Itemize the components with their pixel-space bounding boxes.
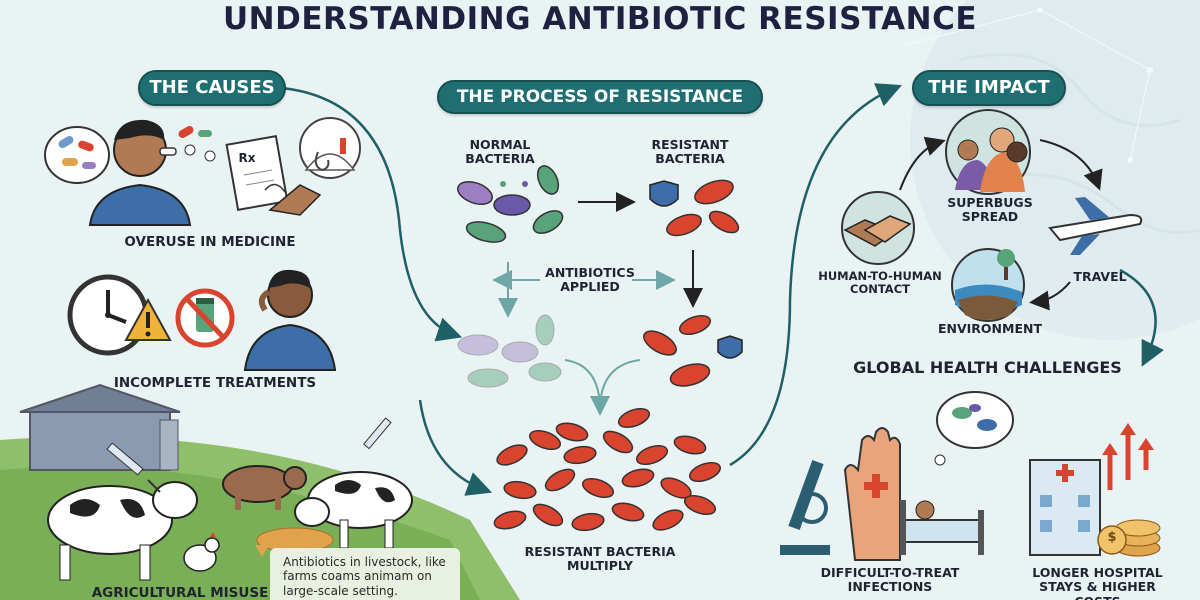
superbugs-people-badge <box>945 109 1031 195</box>
prescription-paper <box>225 135 322 216</box>
infections-label: DIFFICULT-TO-TREAT INFECTIONS <box>820 565 960 595</box>
resistant-bacteria-cluster-mid <box>643 314 743 387</box>
resistant-bacterium <box>493 510 527 530</box>
global-health-label: GLOBAL HEALTH CHALLENGES <box>853 358 1122 377</box>
hospital-building-icon <box>1029 459 1101 556</box>
normal-bacteria-cluster <box>456 165 564 243</box>
resistant-bacterium <box>673 435 707 455</box>
handshake-badge <box>841 191 915 265</box>
arrow-process-to-impact <box>729 83 902 467</box>
livestock-note: Antibiotics in livestock, like farms coa… <box>283 555 446 598</box>
arrow-travel-to-environment <box>1029 281 1071 311</box>
faded-bacteria-cluster <box>457 314 562 388</box>
resistant-bacterium <box>581 477 615 499</box>
arrow-merge-down-right <box>599 359 641 411</box>
resistant-bacterium <box>571 512 605 532</box>
no-medication-sign <box>175 288 235 348</box>
resistant-bacterium <box>503 480 537 500</box>
arrow-farm-to-multiply <box>418 399 493 496</box>
cow-left <box>47 481 198 581</box>
resistant-bacterium <box>660 477 692 499</box>
resistant-bacterium <box>602 430 634 454</box>
multiply-label: RESISTANT BACTERIA MULTIPLY <box>524 544 676 574</box>
resistant-bacteria-label: RESISTANT BACTERIA <box>651 137 729 167</box>
multiplied-resistant-bacteria <box>493 407 722 532</box>
arrow-impact-to-global <box>1119 268 1165 367</box>
patient-bed-icon <box>900 500 984 555</box>
resistant-bacterium <box>544 468 576 492</box>
environment-label: ENVIRONMENT <box>937 321 1042 336</box>
resistant-bacterium <box>532 503 564 527</box>
resistant-bacterium <box>617 407 651 429</box>
travel-label: TRAVEL <box>1073 269 1127 284</box>
page-title: UNDERSTANDING ANTIBIOTIC RESISTANCE <box>222 1 978 37</box>
livestock-note-card <box>255 545 460 600</box>
cause-incomplete-label: INCOMPLETE TREATMENTS <box>113 375 317 391</box>
resistant-bacterium <box>683 494 717 516</box>
warning-triangle <box>124 297 172 341</box>
arrow-causes-to-process <box>281 86 463 342</box>
cause-agricultural-label: AGRICULTURAL MISUSE <box>91 585 269 600</box>
floating-pills <box>178 126 216 162</box>
resistant-bacterium <box>611 502 645 522</box>
causes-heading: THE CAUSES <box>138 70 286 106</box>
rising-arrows-icon <box>1102 423 1154 490</box>
human-contact-label: HUMAN-TO-HUMAN CONTACT <box>818 269 942 297</box>
resistant-bacterium <box>621 468 655 488</box>
syringe-left <box>106 442 161 493</box>
process-heading: THE PROCESS OF RESISTANCE <box>437 80 763 114</box>
rx-symbol: Rx <box>238 151 256 165</box>
dollar-symbol: $ <box>1107 530 1117 545</box>
resistant-bacterium <box>563 445 597 465</box>
microscope-icon <box>780 460 830 555</box>
hospital-costs-label: LONGER HOSPITAL STAYS & HIGHER COSTS <box>1032 565 1163 600</box>
resistant-bacterium <box>496 444 528 466</box>
arrow-superbugs-to-travel <box>1039 139 1103 191</box>
resistant-bacteria-cluster-top <box>649 179 740 237</box>
impact-heading: THE IMPACT <box>912 70 1066 106</box>
arrow-handshake-to-superbugs <box>899 136 946 191</box>
airplane-icon <box>1048 197 1143 255</box>
antibiotics-applied-label: ANTIBIOTICS APPLIED <box>545 265 635 295</box>
coin-stack-icon <box>1097 519 1161 557</box>
person-coughing <box>243 269 337 371</box>
resistant-bacterium <box>528 429 562 451</box>
thought-bubble-bacteria <box>934 391 1014 466</box>
doctor-badge <box>299 117 361 179</box>
cow-right <box>294 417 413 549</box>
resistant-bacterium <box>652 509 684 531</box>
chicken <box>183 532 220 572</box>
normal-bacteria-label: NORMAL BACTERIA <box>465 137 535 167</box>
cause-overuse-label: OVERUSE IN MEDICINE <box>124 234 296 250</box>
clock <box>67 274 149 356</box>
environment-badge <box>951 248 1025 322</box>
resistant-bacterium <box>555 422 589 442</box>
person-taking-pill <box>88 119 192 226</box>
pills-bubble <box>44 126 110 184</box>
resistant-bacterium <box>688 461 722 483</box>
hand-with-cross-icon <box>843 427 901 561</box>
superbugs-label: SUPERBUGS SPREAD <box>947 195 1033 225</box>
pig <box>222 465 307 510</box>
arrow-merge-down <box>564 359 610 416</box>
resistant-bacterium <box>635 444 669 466</box>
